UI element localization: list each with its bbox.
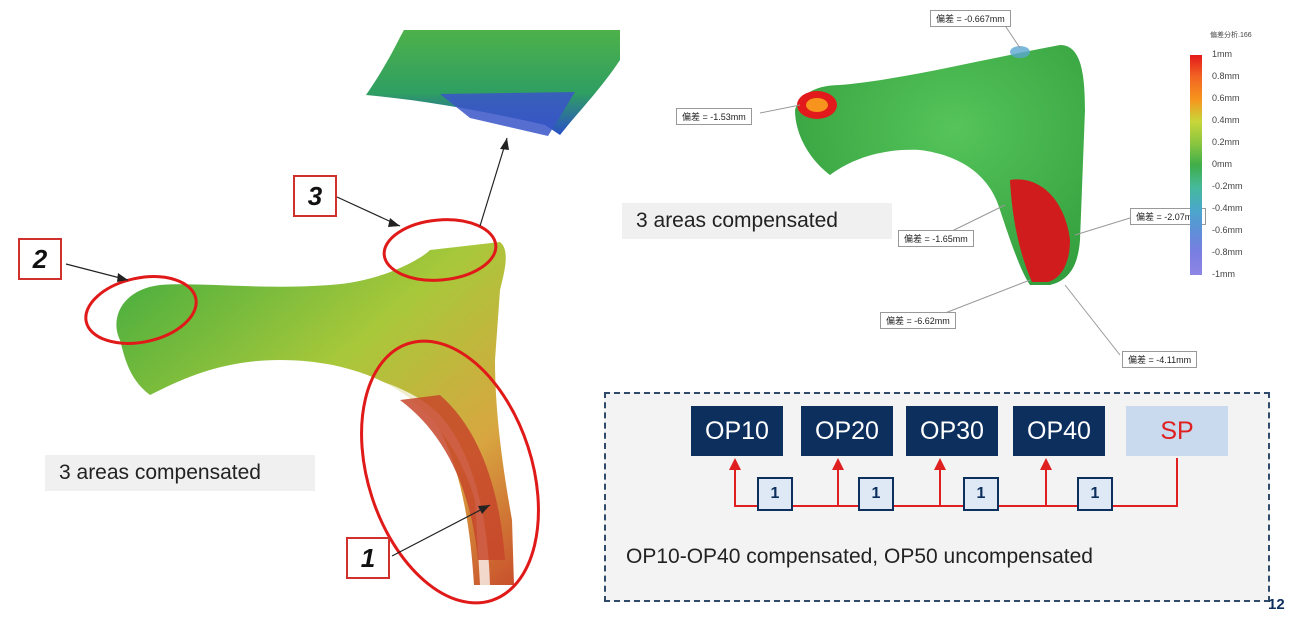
legend-label: -0.8mm [1212,247,1243,257]
deviation-tag-2: 偏差 = -1.53mm [676,108,752,125]
deviation-tag-3: 偏差 = -1.65mm [898,230,974,247]
legend-label: 0.2mm [1212,137,1240,147]
comp-box-2: 1 [858,477,894,511]
comp-box-3: 1 [963,477,999,511]
legend-label: 1mm [1212,49,1232,59]
fender-body [116,242,515,585]
legend-label: -0.6mm [1212,225,1243,235]
area-2-ellipse [84,275,198,345]
station-op10: OP10 [691,406,783,456]
hotspot-rear [1010,179,1070,282]
color-legend-bar [1190,55,1202,275]
deviation-tag-1: 偏差 = -0.667mm [930,10,1011,27]
comp-box-1: 1 [757,477,793,511]
legend-label: -0.4mm [1212,203,1243,213]
callout-2: 2 [18,238,62,280]
callout-3: 3 [293,175,337,217]
zoom-inset-blue [440,92,575,136]
ops-caption: OP10-OP40 compensated, OP50 uncompensate… [626,545,1093,568]
legend-label: -0.2mm [1212,181,1243,191]
legend-label: -1mm [1212,269,1235,279]
legend-label: 0.6mm [1212,93,1240,103]
legend-label: 0.8mm [1212,71,1240,81]
legend-title: 偏差分析.166 [1210,32,1252,39]
station-sp: SP [1126,406,1228,456]
deviation-tag-5: 偏差 = -6.62mm [880,312,956,329]
page-number: 12 [1268,596,1285,613]
station-op20: OP20 [801,406,893,456]
deviation-tag-6: 偏差 = -4.11mm [1122,351,1198,368]
station-op30: OP30 [906,406,998,456]
legend-label: 0.4mm [1212,115,1240,125]
right-fender-body [795,45,1085,285]
area-1-ellipse [360,339,540,605]
deviation-tag-4: 偏差 = -2.07mm [1130,208,1206,225]
comp-box-4: 1 [1077,477,1113,511]
left-caption: 3 areas compensated [45,455,315,491]
station-op40: OP40 [1013,406,1105,456]
right-caption: 3 areas compensated [622,203,892,239]
arch-red-band [400,395,505,560]
area-3-ellipse [382,218,498,282]
legend-label: 0mm [1212,159,1232,169]
callout-1: 1 [346,537,390,579]
